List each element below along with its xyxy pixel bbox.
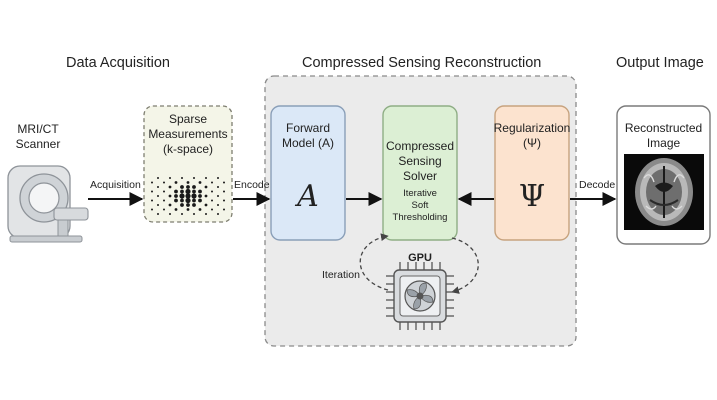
solver-sublabel: Iterative Soft Thresholding <box>392 188 448 223</box>
k-space-dot <box>169 177 171 179</box>
mri-scanner-icon <box>7 165 89 243</box>
k-space-dot <box>223 199 225 202</box>
forward-model-label: Forward Model (A) <box>281 121 334 150</box>
edge-label-acquisition: Acquisition <box>90 179 141 191</box>
regularization-label: Regularization (Ψ) <box>493 121 571 150</box>
k-space-dot <box>198 194 202 198</box>
k-space-dot <box>174 208 178 211</box>
k-space-dot <box>181 213 183 215</box>
iteration-loop-right <box>451 237 479 294</box>
k-space-dot <box>211 190 213 193</box>
k-space-dot <box>174 181 178 184</box>
k-space-dot <box>151 199 153 202</box>
k-space-dot <box>211 181 213 184</box>
forward-model-box <box>270 105 346 241</box>
k-space-dot <box>185 197 191 204</box>
k-space-dot <box>192 189 196 194</box>
edge-label-iteration: Iteration <box>322 269 360 281</box>
k-space-dot <box>205 177 207 179</box>
k-space-dot <box>157 177 159 179</box>
k-space-dot <box>186 185 190 189</box>
gpu-chip-icon <box>386 262 454 330</box>
k-space-dot <box>157 213 159 215</box>
k-space-dot <box>223 181 225 184</box>
k-space-dot <box>180 198 184 203</box>
k-space-dot <box>204 203 208 207</box>
k-space-dot <box>180 185 184 189</box>
k-space-dot <box>217 204 219 206</box>
regularization-box <box>494 105 570 241</box>
k-space-dot <box>217 213 219 215</box>
solver-label: Compressed Sensing Solver <box>385 139 455 183</box>
k-space-dot <box>204 185 208 189</box>
iteration-loop-left <box>359 233 389 291</box>
k-space-dot <box>151 190 153 193</box>
section-title-acquisition: Data Acquisition <box>66 55 170 71</box>
k-space-dot <box>217 177 219 179</box>
k-space-dot <box>169 213 171 215</box>
k-space-dot <box>205 213 207 215</box>
k-space-dot <box>168 203 172 207</box>
edge-label-decode: Decode <box>579 179 616 191</box>
scanner-label: MRI/CT Scanner <box>15 122 61 151</box>
k-space-dot <box>198 208 202 211</box>
measurements-box <box>143 105 233 223</box>
forward-model-symbol: A <box>297 179 319 214</box>
k-space-dot <box>181 177 183 179</box>
k-space-dot <box>198 189 202 194</box>
k-space-dot <box>151 208 153 211</box>
k-space-dot <box>193 213 195 215</box>
k-space-dot <box>198 198 202 203</box>
k-space-dots <box>151 177 225 215</box>
k-space-dot <box>174 189 178 194</box>
reconstructed-label: Reconstructed Image <box>624 121 703 150</box>
k-space-dot <box>168 185 172 189</box>
k-space-dot <box>163 208 165 211</box>
brain-mri-image <box>624 154 704 230</box>
section-title-reconstruction: Compressed Sensing Reconstruction <box>302 55 542 71</box>
k-space-dot <box>157 186 159 188</box>
k-space-dot <box>174 198 178 203</box>
k-space-dot <box>163 199 165 202</box>
k-space-dot <box>223 190 225 193</box>
k-space-dot <box>179 193 185 199</box>
k-space-dot <box>185 193 191 199</box>
k-space-dot <box>198 181 202 184</box>
k-space-dot <box>168 194 172 198</box>
k-space-dot <box>192 203 196 207</box>
k-space-dot <box>157 204 159 206</box>
k-space-dot <box>174 194 178 198</box>
k-space-dot <box>163 190 165 193</box>
edge-label-encode: Encode <box>234 179 270 191</box>
k-space-dot <box>211 199 213 202</box>
solver-box <box>382 105 458 241</box>
k-space-dot <box>186 203 190 207</box>
measurements-label: Sparse Measurements (k-space) <box>148 112 228 156</box>
k-space-dot <box>217 186 219 188</box>
section-title-output: Output Image <box>616 55 704 71</box>
k-space-dot <box>223 208 225 211</box>
k-space-dot <box>193 177 195 179</box>
k-space-dot <box>180 203 184 207</box>
gpu-label: GPU <box>408 252 432 264</box>
k-space-dot <box>180 189 184 194</box>
k-space-dot <box>185 188 191 195</box>
k-space-dot <box>211 208 213 211</box>
regularization-symbol: Ψ <box>518 179 546 214</box>
k-space-dot <box>217 195 219 197</box>
k-space-dot <box>163 181 165 184</box>
k-space-dot <box>186 181 190 184</box>
k-space-dot <box>186 208 190 211</box>
k-space-dot <box>151 181 153 184</box>
k-space-dot <box>204 194 208 198</box>
k-space-dot <box>192 198 196 203</box>
k-space-dot <box>191 193 197 199</box>
k-space-dot <box>192 185 196 189</box>
k-space-dot <box>157 195 159 197</box>
